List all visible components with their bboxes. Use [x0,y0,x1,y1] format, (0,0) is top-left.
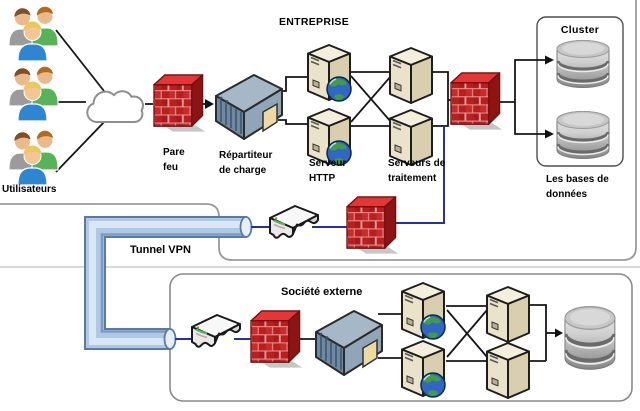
arrowheads [205,55,563,338]
firewall-icon-2 [450,72,503,131]
http-server-label: Serveur HTTP [309,158,347,184]
firewall-icon-1 [153,74,206,133]
firewall-label: Pare feu [163,147,185,173]
vpn-connection-lines [175,126,445,340]
http-server-icon-1 [308,45,351,101]
database-icon-2 [555,110,611,160]
databases-label: Les bases de données [546,174,609,200]
internet-cloud-icon [86,90,144,124]
external-server-icon-1 [486,286,530,343]
processing-servers-label: Serveurs de traitement [388,158,446,184]
vpn-router-icon-1 [268,204,320,239]
users-group-icon-1 [8,6,59,62]
database-icon-1 [555,39,611,89]
firewall-icon-3 [346,196,399,255]
load-balancer-icon-1 [215,74,283,140]
cluster-label: Cluster [560,24,600,36]
users-group-icon-3 [8,130,59,186]
enterprise-boundary [0,0,637,261]
firewall-icon-4 [250,310,303,369]
cluster-box [536,16,624,167]
external-company-label: Société externe [281,286,363,298]
load-balancer-icon-2 [315,310,383,376]
database-icon-3 [562,304,617,372]
vpn-tunnel-label: Tunnel VPN [130,244,191,256]
enterprise-zone-label: ENTREPRISE [278,16,350,28]
load-balancer-label: Répartiteur de charge [219,150,273,176]
external-server-icon-2 [486,342,530,399]
processing-server-icon-1 [389,47,433,104]
users-label: Utilisateurs [2,184,57,195]
external-server-globe-icon-1 [402,283,445,339]
connection-lines [55,29,555,362]
users-group-icon-2 [8,66,59,122]
external-server-globe-icon-2 [402,341,445,397]
vpn-router-icon-2 [190,313,242,348]
